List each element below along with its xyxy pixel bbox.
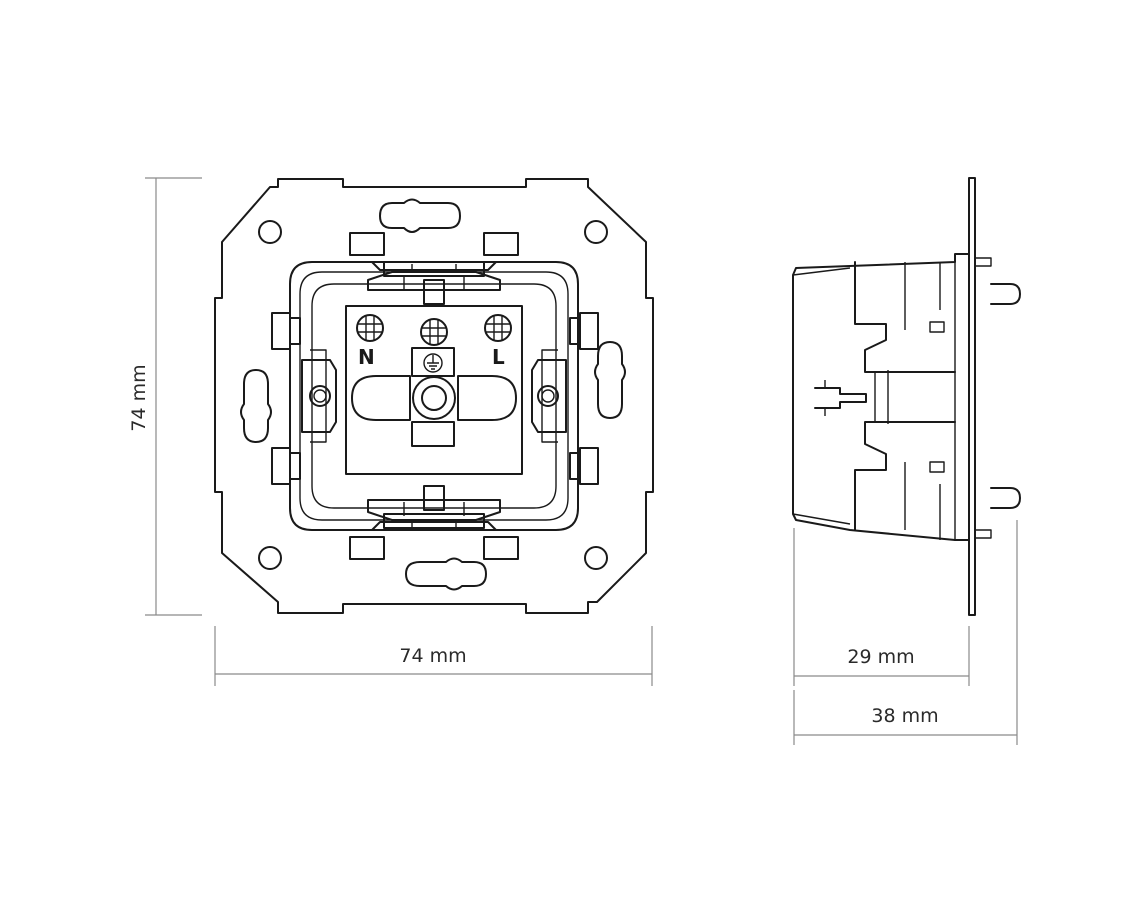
terminal-label-live: L [492,345,505,369]
mounting-plate [214,178,654,614]
body-depth-dimension: 29 mm [793,528,970,686]
mechanism-inner-ring [299,271,569,521]
wire-loop-top [990,283,1021,305]
keyhole-slot-right [594,341,626,419]
keyhole-slot-left [240,369,272,443]
wire-loop-bottom [990,487,1021,509]
side-view [792,177,1021,616]
center-pin [412,376,456,420]
terminal-screw-live [484,314,512,342]
front-width-dimension: 74 mm [214,626,653,686]
corner-hole-top-left [258,220,282,244]
bottom-shutter-mechanism [343,485,525,531]
side-pin [814,387,867,409]
pin-aperture-live [457,375,517,421]
corner-hole-bottom-left [258,546,282,570]
total-depth-dimension: 38 mm [793,520,1018,745]
left-earth-spring [301,349,337,443]
keyhole-slot-top [379,198,461,233]
mechanism-housing [289,261,579,531]
keyhole-slot-bottom [405,557,487,591]
terminal-screw-earth [420,318,448,346]
corner-hole-top-right [584,220,608,244]
lower-window [411,421,455,447]
front-view: N L [214,178,654,614]
central-face-plate [345,305,523,475]
side-clips [271,312,599,485]
terminal-label-neutral: N [358,345,375,369]
corner-hole-bottom-right [584,546,608,570]
top-shutter-mechanism [343,261,525,305]
pin-aperture-neutral [351,375,411,421]
terminal-screw-neutral [356,314,384,342]
earth-symbol-icon [411,347,455,377]
width-label: 74 mm [399,645,466,667]
side-body [792,253,970,541]
frame-tabs [349,232,519,560]
body-depth-label: 29 mm [847,646,914,668]
height-label: 74 mm [128,364,150,431]
side-plate-edge [968,177,976,616]
front-height-dimension: 74 mm [128,177,202,616]
right-earth-spring [531,349,567,443]
total-depth-label: 38 mm [871,705,938,727]
